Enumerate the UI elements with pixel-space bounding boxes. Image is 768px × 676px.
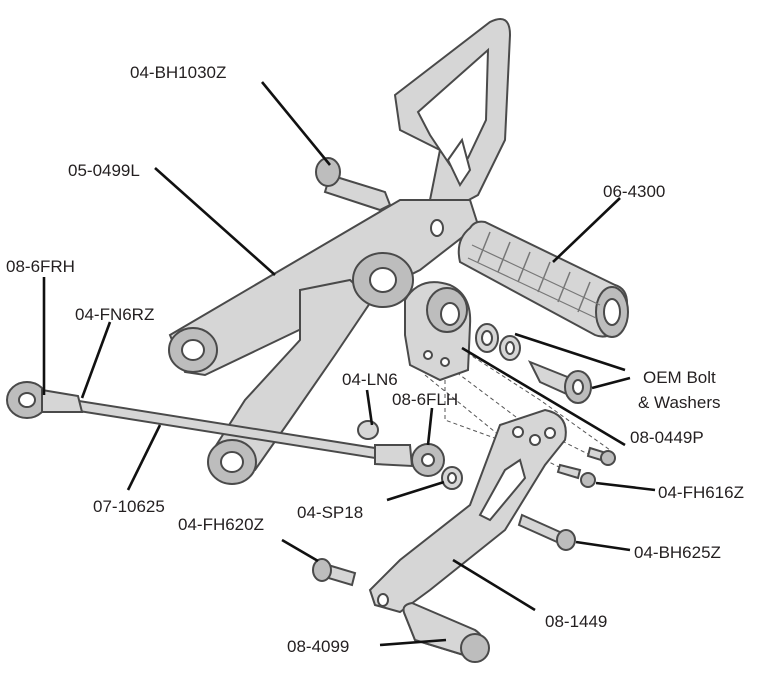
pivot-block-part — [404, 281, 472, 382]
label-06-4300: 06-4300 — [603, 182, 665, 201]
oem-bolt-part — [527, 360, 592, 404]
leader-08-4099 — [379, 638, 447, 647]
leader-lines — [42, 81, 656, 647]
bolt-04-BH625Z-part — [517, 513, 576, 551]
leader-07-10625 — [126, 424, 162, 491]
shift-lever-part — [368, 408, 567, 614]
leader-oem-washers — [514, 332, 626, 372]
label-04-LN6: 04-LN6 — [342, 370, 398, 389]
label-08-6FLH: 08-6FLH — [392, 390, 458, 409]
leader-04-FH620Z — [281, 538, 319, 563]
leader-04-FH616Z — [595, 481, 656, 492]
leader-08-1449 — [452, 558, 536, 612]
leader-04-BH625Z — [575, 540, 631, 552]
leader-04-SP18 — [386, 480, 445, 502]
label-07-10625: 07-10625 — [93, 497, 165, 516]
washers-part — [475, 323, 521, 361]
label-08-6FRH: 08-6FRH — [6, 257, 75, 276]
label-04-FH616Z: 04-FH616Z — [658, 483, 744, 502]
linkage-rod-part — [6, 381, 445, 477]
label-08-4099: 08-4099 — [287, 637, 349, 656]
label-04-FN6RZ: 04-FN6RZ — [75, 305, 154, 324]
label-08-1449: 08-1449 — [545, 612, 607, 631]
label-05-0499L: 05-0499L — [68, 161, 140, 180]
leader-04-LN6 — [365, 389, 374, 426]
main-bracket-part — [168, 18, 512, 485]
leader-05-0499L — [154, 167, 276, 276]
bolt-04-FH620Z-part — [312, 558, 357, 587]
label-08-0449P: 08-0449P — [630, 428, 704, 447]
part-labels: 04-BH1030Z 05-0499L 06-4300 08-6FRH 04-F… — [6, 63, 744, 656]
leader-08-6FLH — [426, 407, 434, 446]
spacer-08-4099-part — [402, 601, 490, 663]
leader-08-0449P — [461, 346, 626, 447]
leader-06-4300 — [552, 197, 621, 263]
spacer-part — [441, 466, 463, 490]
footpeg-grip-part — [457, 220, 629, 338]
label-04-BH1030Z: 04-BH1030Z — [130, 63, 226, 82]
bolt-04-BH1030Z-part — [315, 157, 392, 212]
label-04-SP18: 04-SP18 — [297, 503, 363, 522]
leader-04-BH1030Z — [260, 81, 332, 166]
label-04-BH625Z: 04-BH625Z — [634, 543, 721, 562]
label-oem-washers: & Washers — [638, 393, 721, 412]
leader-oem-bolt — [591, 376, 631, 390]
label-04-FH620Z: 04-FH620Z — [178, 515, 264, 534]
bolt-04-FH616Z-part — [556, 446, 616, 488]
label-oem-bolt: OEM Bolt — [643, 368, 716, 387]
leader-04-FN6RZ — [80, 321, 112, 399]
